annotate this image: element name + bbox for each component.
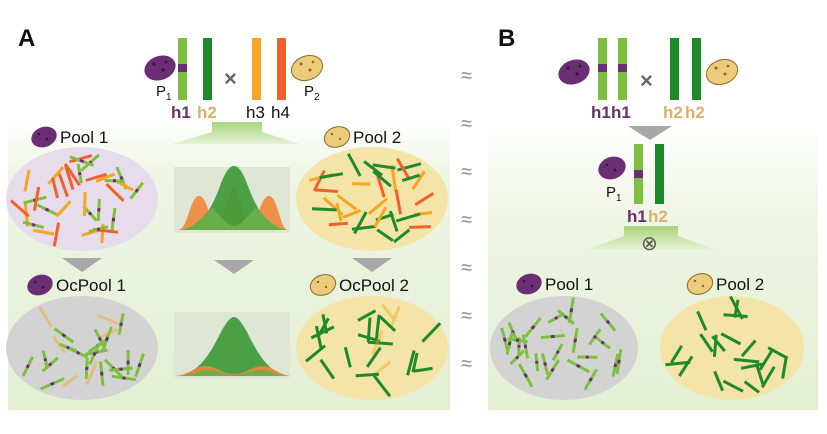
hap-h2-f1: h2 — [648, 207, 668, 226]
chromosome-pair-h2h2 — [670, 38, 701, 100]
read-marker — [49, 364, 51, 366]
read-segment — [314, 190, 338, 192]
panel-divider: ≈ ≈ ≈ ≈ ≈ ≈ ≈ — [461, 65, 472, 375]
divider-glyph: ≈ — [461, 113, 472, 135]
cross-symbol-b: × — [640, 68, 653, 93]
divider-glyph: ≈ — [461, 209, 472, 231]
parent2-label: P2 — [304, 83, 320, 103]
read-segment — [714, 335, 716, 357]
read-marker — [555, 317, 557, 318]
read-marker — [89, 212, 91, 214]
ocpool2-label: OcPool 2 — [339, 276, 409, 295]
read-marker — [45, 358, 46, 361]
cross-symbol-a: × — [224, 66, 237, 91]
read-marker — [545, 362, 546, 365]
read-marker — [121, 323, 122, 326]
read-marker — [80, 172, 81, 175]
read-marker — [615, 364, 616, 367]
read-marker — [571, 308, 572, 312]
potato-icon-purple-p1 — [141, 51, 179, 84]
read-marker — [525, 374, 527, 377]
read-marker — [106, 337, 107, 341]
read-marker — [99, 338, 101, 341]
panel-b-letter: B — [498, 25, 515, 52]
read-marker — [504, 338, 505, 342]
read-marker — [94, 352, 95, 355]
hap-h3-label: h3 — [246, 103, 265, 122]
read-marker — [46, 209, 49, 210]
read-marker — [121, 176, 122, 179]
divider-glyph: ≈ — [461, 353, 472, 375]
read-marker — [525, 345, 526, 349]
panel-a-letter: A — [18, 25, 35, 52]
pool1-label-b: Pool 1 — [545, 275, 593, 294]
read-segment — [329, 223, 348, 225]
divider-glyph: ≈ — [461, 305, 472, 327]
read-marker — [557, 351, 558, 353]
read-marker — [27, 365, 29, 368]
divider-glyph: ≈ — [461, 161, 472, 183]
hap-h4-label: h4 — [271, 103, 290, 122]
hap-h1-label: h1 — [171, 103, 191, 122]
read-marker — [67, 347, 70, 348]
selfing-symbol: ⊗ — [641, 233, 658, 255]
read-segment — [724, 315, 748, 317]
read-marker — [77, 352, 80, 353]
read-marker — [552, 368, 554, 371]
read-marker — [97, 229, 100, 230]
read-marker — [594, 336, 596, 338]
read-marker — [575, 339, 576, 343]
read-marker — [122, 378, 126, 379]
hap-h2-second-b: h2 — [685, 103, 705, 122]
hap-h2-label: h2 — [197, 103, 217, 122]
read-marker — [565, 316, 567, 318]
hap-h2-first-b: h2 — [663, 103, 683, 122]
hap-h1-first-b: h1 — [591, 103, 611, 122]
pool2-label-a: Pool 2 — [353, 128, 401, 147]
read-marker — [113, 218, 114, 222]
read-marker — [532, 326, 534, 329]
chromosome-pair-p2 — [252, 38, 286, 100]
read-marker — [619, 360, 620, 364]
potato-icon-purple-parent-b — [555, 55, 593, 88]
pool1-label-a: Pool 1 — [60, 128, 108, 147]
read-marker — [509, 342, 510, 345]
read-marker — [80, 160, 84, 161]
read-segment — [368, 342, 393, 344]
hap-h1-second-b: h1 — [611, 103, 631, 122]
read-marker — [516, 357, 518, 359]
read-marker — [607, 321, 609, 324]
potato-icon-tan-parent-b — [703, 55, 741, 88]
read-marker — [602, 342, 604, 344]
read-segment — [356, 374, 379, 375]
read-marker — [139, 363, 140, 367]
read-marker — [62, 334, 65, 336]
potato-icon-tan-p2 — [288, 51, 326, 84]
chromosome-pair-h1h1 — [598, 38, 627, 100]
pool2-label-b: Pool 2 — [716, 275, 764, 294]
read-marker — [590, 378, 592, 381]
divider-glyph: ≈ — [461, 257, 472, 279]
read-segment — [368, 318, 370, 343]
hap-h1-f1: h1 — [627, 207, 647, 226]
ocpool1-label: OcPool 1 — [56, 276, 126, 295]
read-segment — [85, 192, 86, 216]
pool1-ellipse-b — [490, 296, 638, 400]
parent1-label: P1 — [156, 83, 172, 103]
ocpool1-ellipse — [6, 296, 158, 400]
read-segment — [312, 209, 337, 210]
read-segment — [409, 227, 431, 228]
read-marker — [577, 365, 580, 367]
chromosome-pair-p1 — [178, 38, 212, 100]
read-marker — [51, 383, 55, 385]
read-marker — [136, 189, 138, 191]
read-marker — [32, 225, 35, 226]
divider-glyph: ≈ — [461, 65, 472, 87]
